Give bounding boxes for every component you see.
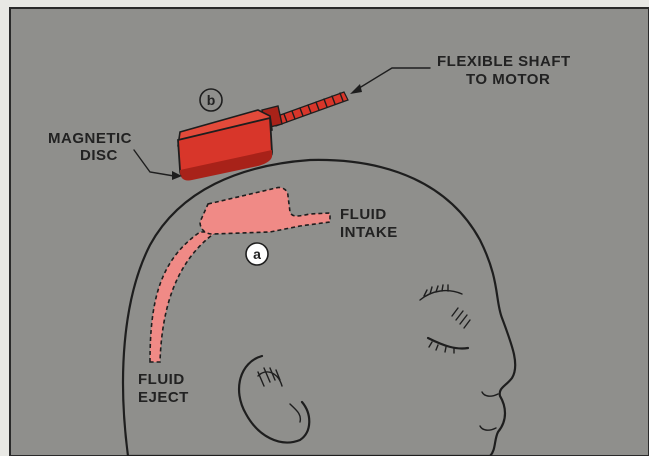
magnetic-disc-label-line2: DISC (80, 147, 118, 164)
background-panel (10, 8, 649, 456)
fluid-eject-label-line2: EJECT (138, 389, 189, 406)
magnetic-disc-label-line1: MAGNETIC (48, 130, 132, 147)
circle-b-label: b (207, 92, 216, 108)
fluid-eject-label-line1: FLUID (138, 371, 185, 388)
circle-a-label: a (253, 246, 261, 262)
fluid-intake-label-line2: INTAKE (340, 224, 398, 241)
fluid-intake-label-line1: FLUID (340, 206, 387, 223)
flexible-shaft-label-line2: TO MOTOR (466, 71, 550, 88)
flexible-shaft-label-line1: FLEXIBLE SHAFT (437, 53, 571, 70)
